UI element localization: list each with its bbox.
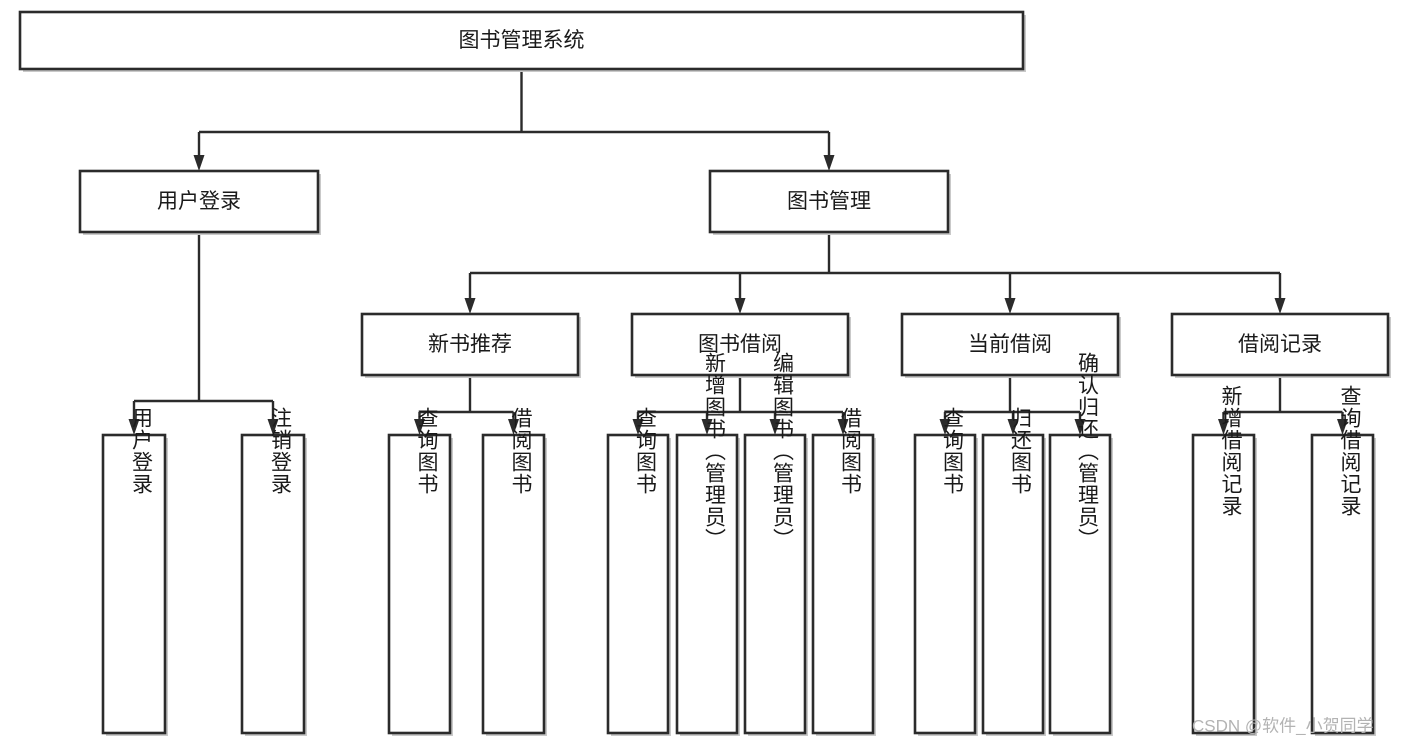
node-label: 查询图书 bbox=[415, 407, 439, 495]
node-box bbox=[360, 312, 580, 377]
node-label: 图书管理系统 bbox=[459, 29, 585, 52]
node-box bbox=[606, 433, 670, 735]
arrow-head-icon bbox=[193, 155, 205, 171]
node-box bbox=[78, 169, 320, 234]
node-user-login-do[interactable]: 用户登录 bbox=[101, 407, 168, 736]
node-box bbox=[101, 433, 167, 735]
node-box bbox=[387, 433, 452, 735]
arrow-head-icon bbox=[1274, 298, 1286, 314]
arrow-head-icon bbox=[414, 419, 425, 435]
node-label: 借阅图书 bbox=[509, 407, 533, 495]
edges-layer bbox=[128, 69, 1348, 435]
arrow-head-icon bbox=[939, 419, 951, 435]
node-label: 新书推荐 bbox=[428, 333, 512, 356]
arrow-head-icon bbox=[1337, 419, 1348, 435]
node-confirm-return[interactable]: 确认归还（管理员） bbox=[1048, 352, 1113, 736]
node-label: 归还图书 bbox=[1009, 407, 1033, 495]
node-current-borrow[interactable]: 当前借阅 bbox=[900, 312, 1121, 378]
node-root[interactable]: 图书管理系统 bbox=[18, 10, 1026, 72]
arrow-head-icon bbox=[701, 419, 713, 435]
node-user-login[interactable]: 用户登录 bbox=[78, 169, 321, 235]
node-label: 查询图书 bbox=[941, 407, 965, 495]
node-label: 当前借阅 bbox=[968, 333, 1052, 356]
node-box bbox=[743, 433, 807, 735]
node-borrow-book-2[interactable]: 借阅图书 bbox=[811, 407, 876, 736]
arrow-head-icon bbox=[769, 419, 781, 435]
arrow-head-icon bbox=[823, 155, 835, 171]
node-label: 图书管理 bbox=[787, 190, 871, 213]
node-label: 新增图书（管理员） bbox=[703, 352, 727, 550]
csdn-watermark: CSDN @软件_小贺同学 bbox=[1192, 716, 1374, 735]
node-borrow-book-1[interactable]: 借阅图书 bbox=[481, 407, 547, 736]
arrow-head-icon bbox=[1007, 419, 1019, 435]
node-label: 新增借阅记录 bbox=[1219, 385, 1243, 517]
node-label: 确认归还（管理员） bbox=[1076, 352, 1100, 550]
node-query-book-3[interactable]: 查询图书 bbox=[913, 407, 978, 736]
node-box bbox=[900, 312, 1120, 377]
node-label: 查询图书 bbox=[634, 407, 658, 495]
node-label: 用户登录 bbox=[130, 407, 154, 495]
node-query-book-2[interactable]: 查询图书 bbox=[606, 407, 671, 736]
node-borrow-record[interactable]: 借阅记录 bbox=[1170, 312, 1391, 378]
node-label: 注销登录 bbox=[269, 407, 293, 495]
node-add-book[interactable]: 新增图书（管理员） bbox=[675, 352, 740, 736]
arrow-head-icon bbox=[1218, 419, 1229, 435]
arrow-head-icon bbox=[1074, 419, 1086, 435]
node-box bbox=[1170, 312, 1390, 377]
node-label: 图书借阅 bbox=[698, 333, 782, 356]
arrow-head-icon bbox=[632, 419, 644, 435]
node-box bbox=[1191, 433, 1256, 735]
node-box bbox=[1310, 433, 1375, 735]
node-query-borrow-record[interactable]: 查询借阅记录 bbox=[1310, 385, 1376, 736]
arrow-head-icon bbox=[267, 419, 279, 435]
node-book-borrow[interactable]: 图书借阅 bbox=[630, 312, 851, 378]
nodes-layer: 图书管理系统用户登录用户登录注销登录图书管理新书推荐查询图书借阅图书图书借阅查询… bbox=[18, 10, 1391, 736]
node-label: 编辑图书（管理员） bbox=[771, 352, 795, 550]
node-query-book-1[interactable]: 查询图书 bbox=[387, 407, 453, 736]
arrow-head-icon bbox=[464, 298, 476, 314]
node-edit-book[interactable]: 编辑图书（管理员） bbox=[743, 352, 808, 736]
arrow-head-icon bbox=[837, 419, 849, 435]
node-box bbox=[708, 169, 950, 234]
node-user-logout[interactable]: 注销登录 bbox=[240, 407, 307, 736]
node-box bbox=[630, 312, 850, 377]
node-box bbox=[811, 433, 875, 735]
node-box bbox=[913, 433, 977, 735]
node-box bbox=[1048, 433, 1112, 735]
node-new-book-recommend[interactable]: 新书推荐 bbox=[360, 312, 581, 378]
node-label: 借阅记录 bbox=[1238, 333, 1322, 356]
node-label: 查询借阅记录 bbox=[1338, 385, 1362, 517]
node-label: 借阅图书 bbox=[839, 407, 863, 495]
node-box bbox=[18, 10, 1025, 71]
arrow-head-icon bbox=[508, 419, 519, 435]
node-label: 用户登录 bbox=[157, 190, 241, 213]
node-box bbox=[675, 433, 739, 735]
arrow-head-icon bbox=[1004, 298, 1016, 314]
arrow-head-icon bbox=[128, 419, 140, 435]
node-box bbox=[240, 433, 306, 735]
node-add-borrow-record[interactable]: 新增借阅记录 bbox=[1191, 385, 1257, 736]
node-return-book[interactable]: 归还图书 bbox=[981, 407, 1046, 736]
node-book-management[interactable]: 图书管理 bbox=[708, 169, 951, 235]
node-box bbox=[481, 433, 546, 735]
arrow-head-icon bbox=[734, 298, 746, 314]
node-box bbox=[981, 433, 1045, 735]
